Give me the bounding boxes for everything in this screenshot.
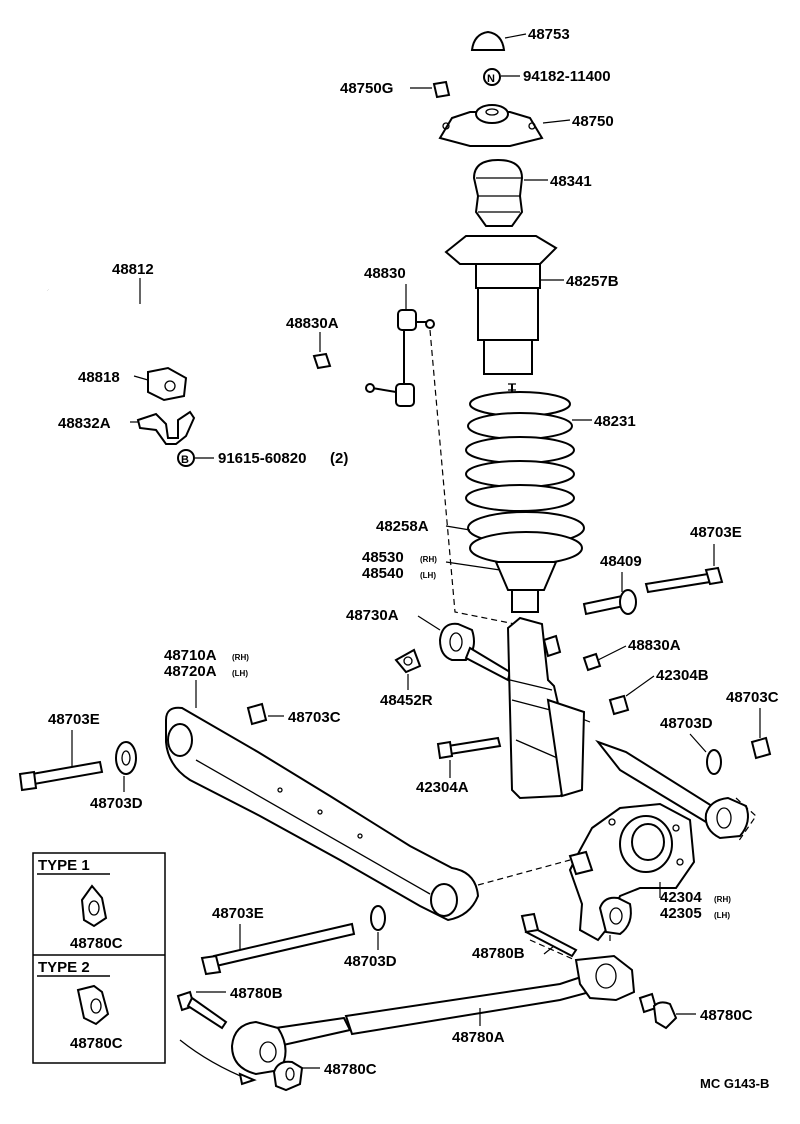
washer-right: 48703D — [660, 715, 722, 775]
strut-bolt-and-washer: 48703E 48409 — [582, 524, 742, 616]
strut-cap: 48753 — [470, 26, 570, 51]
label-42304-rh: (RH) — [714, 895, 731, 904]
bump-stopper: 48341 — [472, 158, 592, 227]
arm-bolt-left: 48703E 48703D — [18, 711, 143, 812]
label-48703E-right: 48703E — [690, 524, 742, 541]
steering-knuckle: 42304 (RH) 42305 (LH) — [568, 802, 731, 942]
label-48812: 48812 — [112, 261, 154, 278]
label-48257B: 48257B — [566, 273, 619, 290]
label-48703E-left: 48703E — [48, 711, 100, 728]
arm-nut-mid: 48703C — [246, 702, 341, 726]
coil-spring: 48231 — [465, 383, 636, 560]
label-48720A: 48720A — [164, 663, 217, 680]
label-48780C-right: 48780C — [700, 1007, 753, 1024]
label-48780B-left: 48780B — [230, 985, 283, 1002]
label-48452R: 48452R — [380, 692, 433, 709]
label-94182-11400: 94182-11400 — [523, 68, 611, 85]
trailing-arm-bolt-left: 48780B — [176, 985, 283, 1030]
type2-part: 48780C — [70, 1035, 123, 1052]
label-48703C-right: 48703C — [726, 689, 779, 706]
strut-rod-bushing: 48730A 48452R — [346, 607, 512, 709]
label-48258A: 48258A — [376, 518, 429, 535]
type2-title: TYPE 2 — [38, 959, 90, 976]
lower-lateral-arm: 48710A (RH) 48720A (LH) — [164, 647, 480, 922]
trailing-arm-bolt-right: 48780B — [472, 912, 578, 962]
label-42305-lh: (LH) — [714, 911, 730, 920]
label-48780B-right: 48780B — [472, 945, 525, 962]
trailing-arm-nut-bottom: 48780C — [272, 1060, 377, 1092]
trailing-arm: 48780A — [179, 954, 636, 1086]
label-48830A-mid: 48830A — [628, 637, 681, 654]
link-nut-upper: 48830A — [286, 315, 339, 370]
bolt-callout: B 91615-60820 (2) — [177, 449, 348, 467]
callout-n-letter: N — [487, 73, 495, 85]
label-48780C-bottom: 48780C — [324, 1061, 377, 1078]
stabilizer-link: 48830 — [364, 265, 435, 407]
label-48703D-left: 48703D — [90, 795, 143, 812]
label-42304A: 42304A — [416, 779, 469, 796]
strut-lower-bolt: 42304A — [416, 736, 502, 796]
label-48780A: 48780A — [452, 1029, 505, 1046]
label-48830: 48830 — [364, 265, 406, 282]
trailing-arm-nut-right: 48780C — [638, 992, 753, 1030]
stabilizer-bracket: 48832A — [58, 410, 196, 445]
label-48710A-rh: (RH) — [232, 653, 249, 662]
diagram-code: MC G143-B — [700, 1076, 769, 1091]
label-48703C-mid: 48703C — [288, 709, 341, 726]
label-48720A-lh: (LH) — [232, 669, 248, 678]
label-48710A: 48710A — [164, 647, 217, 664]
label-48750: 48750 — [572, 113, 614, 130]
lateral-arm-right — [595, 739, 757, 843]
label-91615-qty: (2) — [330, 450, 348, 467]
mount-nut: 48750G — [340, 80, 451, 99]
label-48341: 48341 — [550, 173, 592, 190]
stabilizer-bar: 48812 — [47, 261, 372, 393]
type-variants-box: TYPE 1 48780C TYPE 2 48780C — [32, 852, 166, 1064]
label-48540: 48540 — [362, 565, 404, 582]
strut-lower-housing: 48830A — [506, 616, 681, 800]
strut-mount: 48750 — [438, 104, 614, 147]
callout-b-letter: B — [181, 454, 189, 466]
label-42305: 42305 — [660, 905, 702, 922]
label-48703E-bottom: 48703E — [212, 905, 264, 922]
type1-title: TYPE 1 — [38, 857, 90, 874]
label-48530-rh: (RH) — [420, 555, 437, 564]
upper-spring-seat-boot: 48257B — [444, 235, 619, 375]
label-48730A: 48730A — [346, 607, 399, 624]
label-48530: 48530 — [362, 549, 404, 566]
label-48703D-right: 48703D — [660, 715, 713, 732]
label-48830A-upper: 48830A — [286, 315, 339, 332]
label-48540-lh: (LH) — [420, 571, 436, 580]
arm-bolt-bottom: 48703E 48703D — [200, 905, 397, 976]
stabilizer-bushing: 48818 — [78, 366, 188, 402]
nut-callout: N 94182-11400 — [483, 68, 611, 86]
label-48818: 48818 — [78, 369, 120, 386]
arm-nuts-right: 42304B 48703C — [608, 667, 779, 760]
type1-part: 48780C — [70, 935, 123, 952]
label-48703D-bottom: 48703D — [344, 953, 397, 970]
label-42304B: 42304B — [656, 667, 709, 684]
label-48231: 48231 — [594, 413, 636, 430]
label-42304: 42304 — [660, 889, 702, 906]
label-91615-60820: 91615-60820 — [218, 450, 306, 467]
label-48750G: 48750G — [340, 80, 393, 97]
lower-insulator-shock: 48258A 48530 (RH) 48540 (LH) — [362, 511, 585, 613]
label-48753: 48753 — [528, 26, 570, 43]
label-48409: 48409 — [600, 553, 642, 570]
label-48832A: 48832A — [58, 415, 111, 432]
